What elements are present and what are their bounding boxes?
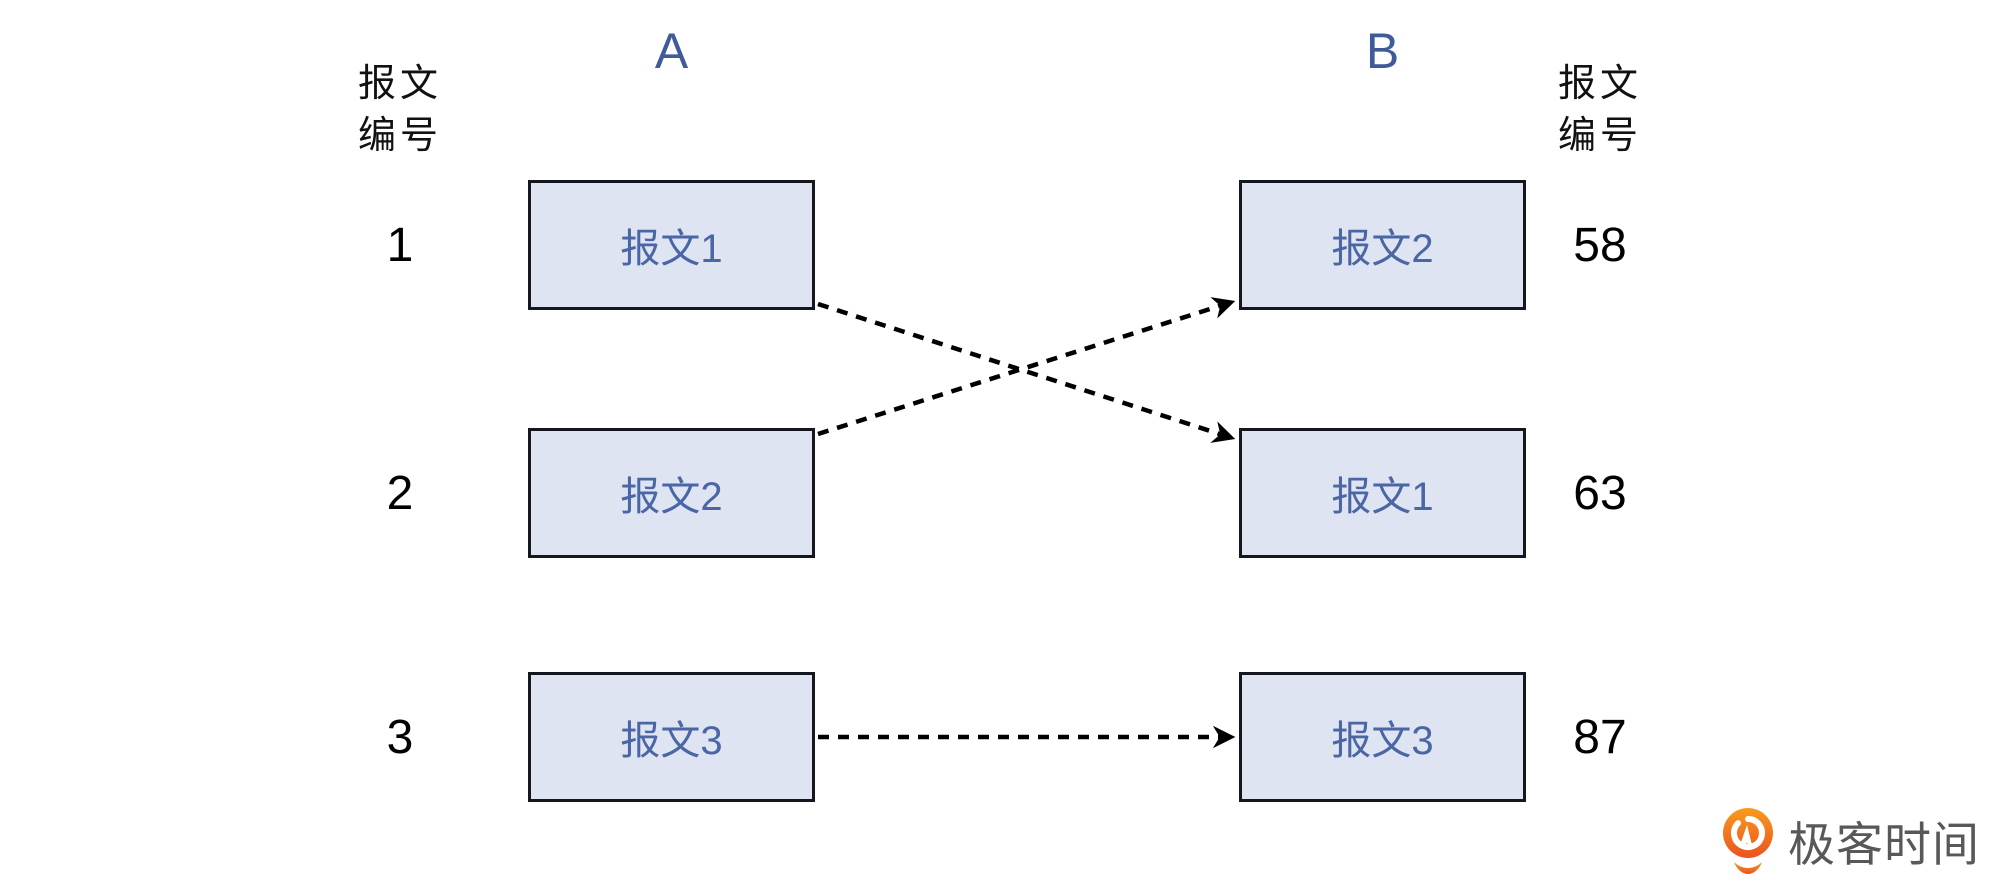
left-seq-number: 1 [386,218,414,272]
column-b-label: B [1365,23,1400,79]
right-seq-header: 报文 编号 [1500,58,1700,162]
geektime-logo: 极客时间 [1722,806,1980,875]
right-seq-number: 63 [1573,466,1627,520]
arrow-message1 [817,301,1236,443]
message-box-a: 报文2 [528,428,815,558]
message-box-b: 报文1 [1239,428,1526,558]
right-seq-header-line1: 报文 [1557,63,1642,105]
right-seq-header-line2: 编号 [1557,115,1642,157]
left-seq-number: 3 [386,710,414,764]
left-seq-header-line2: 编号 [357,115,442,157]
geektime-logo-text: 极客时间 [1788,818,1980,871]
geektime-pin-icon [1723,807,1773,874]
right-seq-number: 87 [1573,710,1627,764]
message-box-a: 报文3 [528,672,815,802]
left-seq-header-line1: 报文 [357,63,442,105]
message-box-b: 报文3 [1239,672,1526,802]
column-a-label: A [654,23,689,79]
left-seq-header: 报文 编号 [300,58,500,162]
right-seq-number: 58 [1573,218,1627,272]
left-seq-number: 2 [386,466,414,520]
arrow-message2 [817,297,1236,437]
message-box-a: 报文1 [528,180,815,310]
message-box-b: 报文2 [1239,180,1526,310]
